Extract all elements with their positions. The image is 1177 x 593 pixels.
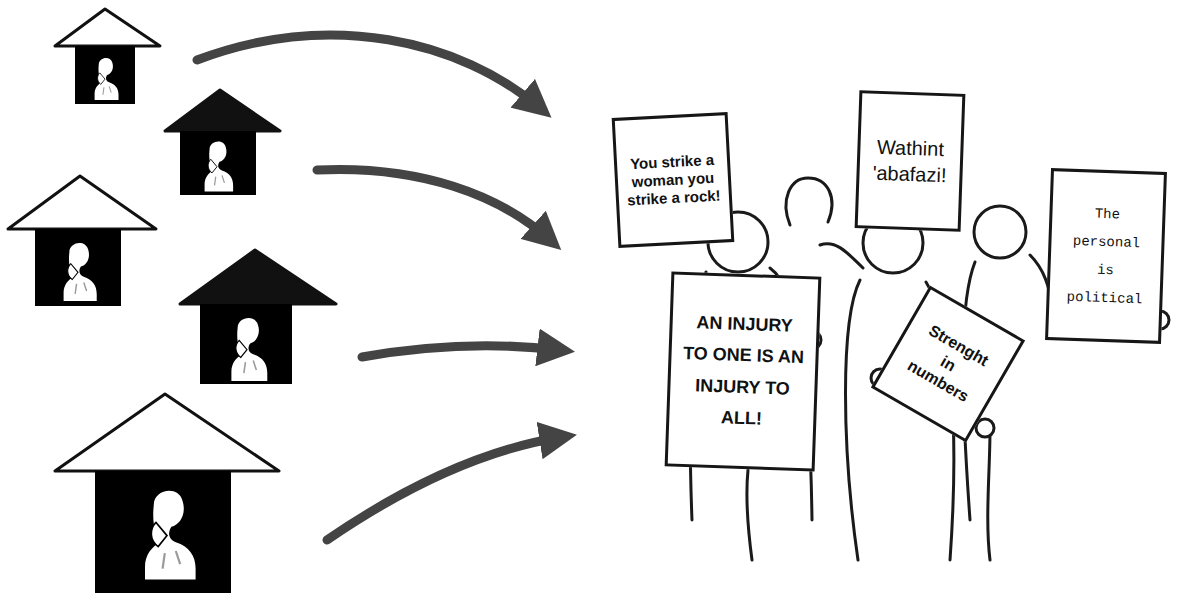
placard: Strenght in numbers xyxy=(871,285,1025,442)
placard: Wathint 'abafazi! xyxy=(855,90,966,232)
house xyxy=(55,394,279,593)
house xyxy=(55,9,160,104)
house xyxy=(165,90,280,195)
placard-text: The personal is political xyxy=(1064,199,1148,314)
placard-text: Strenght in numbers xyxy=(897,316,999,411)
house xyxy=(8,176,156,306)
placard-text: Wathint 'abafazi! xyxy=(861,133,959,188)
placard: You strike a woman you strike a rock! xyxy=(612,112,735,248)
flow-arrow xyxy=(197,35,562,540)
placard-text: You strike a woman you strike a rock! xyxy=(620,150,727,209)
placard: AN INJURY TO ONE IS AN INJURY TO ALL! xyxy=(665,271,822,471)
placard: The personal is political xyxy=(1045,168,1167,344)
placard-text: AN INJURY TO ONE IS AN INJURY TO ALL! xyxy=(680,306,806,436)
house xyxy=(180,250,336,384)
